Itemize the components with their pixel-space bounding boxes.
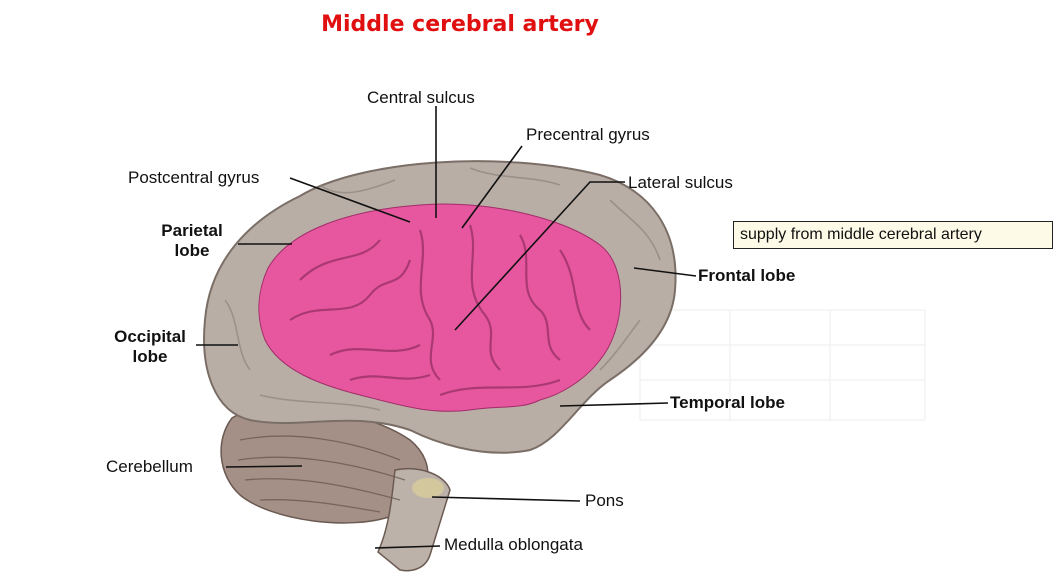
- pons-highlight: [412, 478, 444, 498]
- leader-pons: [432, 497, 580, 501]
- label-parietal-lobe: Parietal lobe: [152, 221, 232, 261]
- label-temporal-lobe: Temporal lobe: [670, 393, 785, 413]
- label-central-sulcus: Central sulcus: [367, 88, 475, 108]
- label-precentral-gyrus: Precentral gyrus: [526, 125, 650, 145]
- diagram-title: Middle cerebral artery: [0, 12, 920, 37]
- label-pons: Pons: [585, 491, 624, 511]
- label-cerebellum: Cerebellum: [106, 457, 193, 477]
- label-occipital-lobe: Occipital lobe: [100, 327, 200, 367]
- label-postcentral-gyrus: Postcentral gyrus: [128, 168, 259, 188]
- label-lateral-sulcus: Lateral sulcus: [628, 173, 733, 193]
- legend-box: supply from middle cerebral artery: [733, 221, 1053, 249]
- label-frontal-lobe: Frontal lobe: [698, 266, 795, 286]
- leader-cerebellum: [226, 466, 302, 467]
- label-medulla-oblongata: Medulla oblongata: [444, 535, 583, 555]
